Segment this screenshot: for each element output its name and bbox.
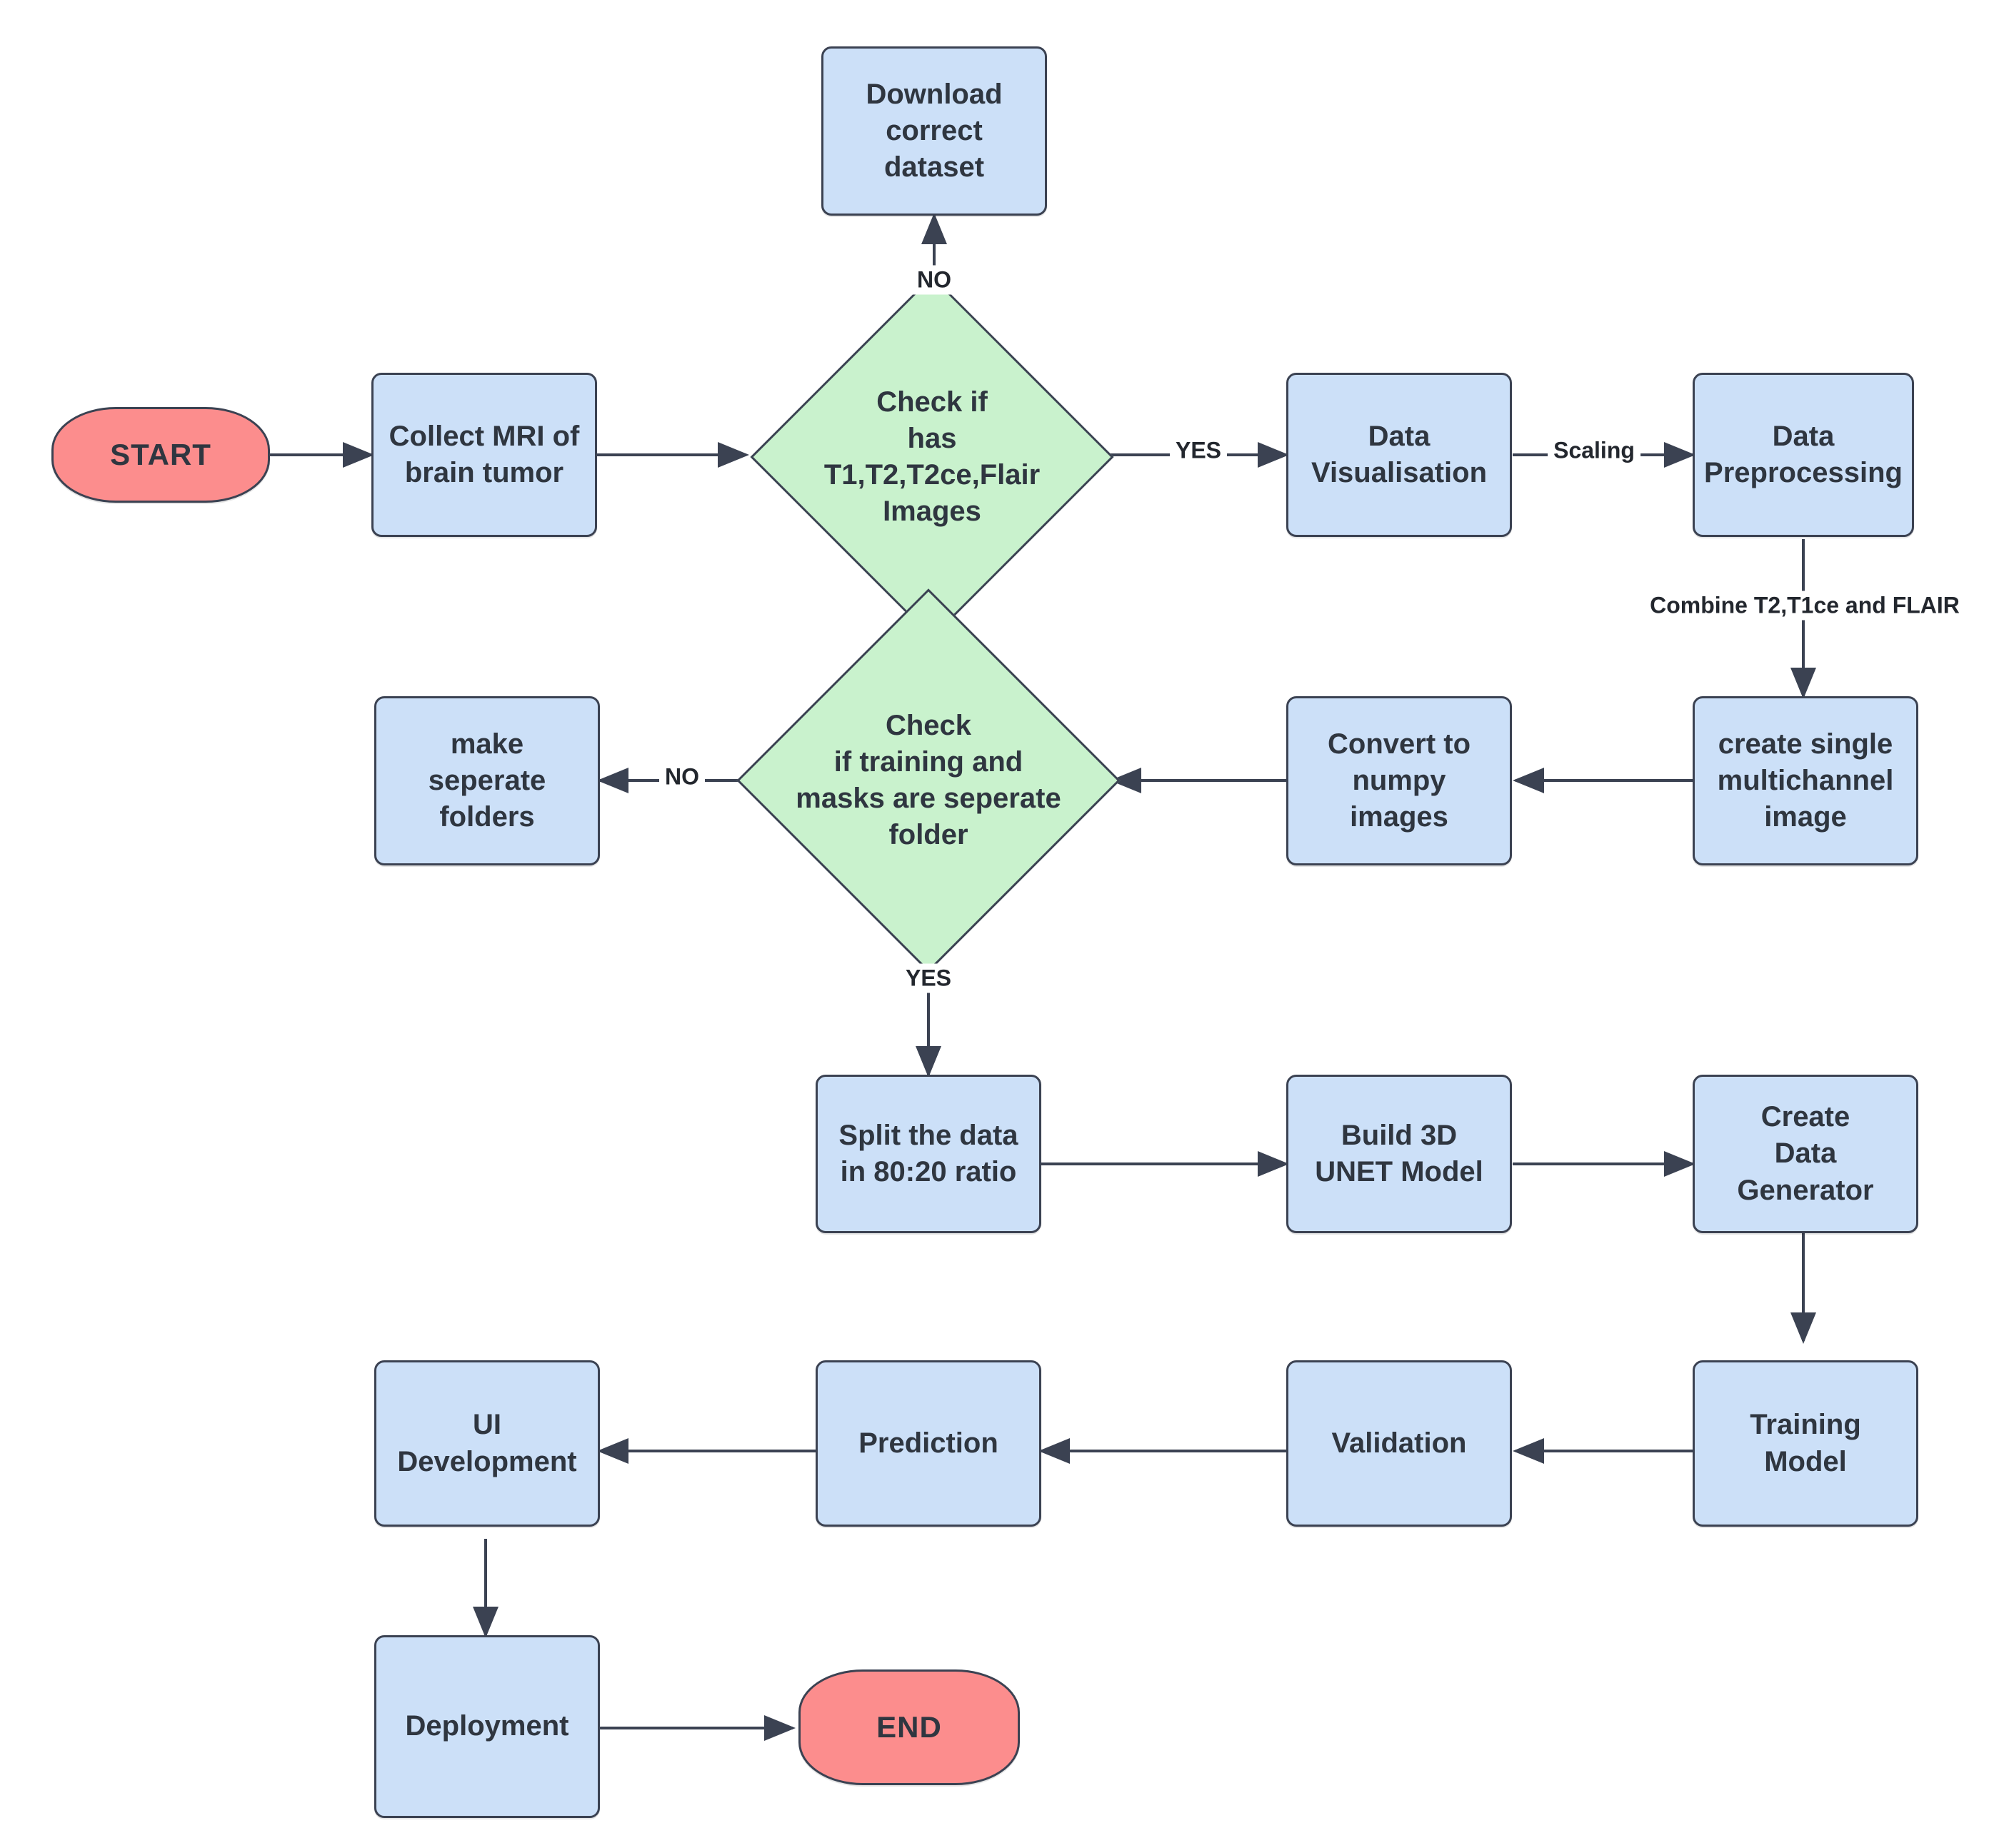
node-data-visualisation-label: Data Visualisation	[1311, 420, 1487, 488]
node-data-preprocessing[interactable]: Data Preprocessing	[1693, 373, 1914, 537]
node-start-label: START	[110, 438, 211, 472]
node-prediction-label: Prediction	[858, 1427, 998, 1459]
node-data-generator[interactable]: Create Data Generator	[1693, 1075, 1918, 1233]
node-training-model[interactable]: Training Model	[1693, 1360, 1918, 1527]
node-make-folders[interactable]: make seperate folders	[374, 696, 600, 865]
node-validation[interactable]: Validation	[1286, 1360, 1512, 1527]
node-data-visualisation[interactable]: Data Visualisation	[1286, 373, 1512, 537]
edge-label-scaling: Scaling	[1548, 436, 1640, 466]
node-data-preprocessing-label: Data Preprocessing	[1704, 420, 1903, 488]
node-split-data-label: Split the data in 80:20 ratio	[838, 1119, 1018, 1187]
edge-label-no-folders: NO	[659, 762, 705, 792]
edge-label-no-modalities: NO	[911, 265, 957, 295]
node-create-multichannel[interactable]: create single multichannel image	[1693, 696, 1918, 865]
edge-label-yes-modalities: YES	[1169, 436, 1228, 466]
node-make-folders-label: make seperate folders	[428, 728, 546, 833]
node-download-dataset-label: Download correct dataset	[866, 78, 1003, 184]
node-build-unet[interactable]: Build 3D UNET Model	[1286, 1075, 1512, 1233]
node-split-data[interactable]: Split the data in 80:20 ratio	[816, 1075, 1041, 1233]
node-check-modalities[interactable]: Check if has T1,T2,T2ce,Flair Images	[750, 275, 1114, 639]
node-check-modalities-label: Check if has T1,T2,T2ce,Flair Images	[823, 386, 1041, 528]
node-collect-mri-label: Collect MRI of brain tumor	[389, 420, 580, 488]
node-check-folders[interactable]: Check if training and masks are seperate…	[736, 588, 1121, 973]
node-create-multichannel-label: create single multichannel image	[1717, 728, 1894, 833]
node-deployment[interactable]: Deployment	[374, 1635, 600, 1818]
node-training-model-label: Training Model	[1750, 1409, 1861, 1477]
node-validation-label: Validation	[1331, 1427, 1467, 1459]
node-end[interactable]: END	[798, 1669, 1020, 1785]
node-ui-development-label: UI Development	[397, 1409, 577, 1477]
node-deployment-label: Deployment	[405, 1710, 569, 1742]
edge-label-combine: Combine T2,T1ce and FLAIR	[1644, 591, 1965, 621]
node-data-generator-label: Create Data Generator	[1737, 1101, 1874, 1206]
node-prediction[interactable]: Prediction	[816, 1360, 1041, 1527]
node-convert-numpy[interactable]: Convert to numpy images	[1286, 696, 1512, 865]
edge-label-yes-folders: YES	[899, 963, 958, 993]
node-start[interactable]: START	[51, 407, 270, 503]
node-download-dataset[interactable]: Download correct dataset	[821, 46, 1047, 216]
node-build-unet-label: Build 3D UNET Model	[1315, 1119, 1483, 1187]
node-check-folders-label: Check if training and masks are seperate…	[796, 709, 1061, 851]
node-ui-development[interactable]: UI Development	[374, 1360, 600, 1527]
node-convert-numpy-label: Convert to numpy images	[1328, 728, 1471, 833]
node-end-label: END	[876, 1710, 942, 1744]
node-collect-mri[interactable]: Collect MRI of brain tumor	[371, 373, 597, 537]
